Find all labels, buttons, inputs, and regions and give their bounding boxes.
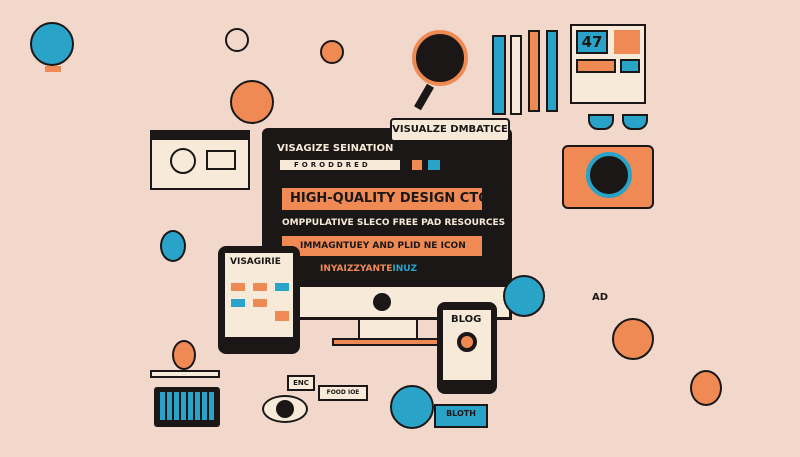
browser-window-icon xyxy=(150,130,250,190)
glasses-icon xyxy=(588,114,614,130)
magnifier-icon xyxy=(412,30,468,86)
monitor-stand xyxy=(358,318,418,340)
ui-card: 47 xyxy=(570,24,646,104)
card-number: 47 xyxy=(576,30,608,54)
magnifier-handle xyxy=(414,83,434,111)
banner-title: HIGH-QUALITY DESIGN CTO xyxy=(290,191,490,206)
robot-icon xyxy=(614,30,640,54)
pencil-icon xyxy=(546,30,558,112)
glasses-icon xyxy=(622,114,648,130)
play-icon xyxy=(170,148,196,174)
search-bar-text: FORODDRED xyxy=(294,161,371,169)
camera-lens xyxy=(586,152,632,198)
tablet-title: VISAGIRIE xyxy=(230,257,281,267)
tablet-screen: VISAGIRIE xyxy=(225,253,293,337)
banner-two-bg xyxy=(282,236,482,256)
ruler-label: BLOTH xyxy=(434,404,488,428)
gear-icon xyxy=(230,80,274,124)
phone-title: BLOG xyxy=(451,314,482,325)
banner-title-bg xyxy=(282,188,482,210)
gear-icon xyxy=(612,318,654,360)
globe-icon xyxy=(30,22,74,66)
eye-pupil xyxy=(276,400,294,418)
layout-block xyxy=(253,283,267,291)
pencil-icon xyxy=(510,35,522,115)
monitor-subtitle: OMPPULATIVE SLECO FREE PAD RESOURCES xyxy=(282,218,506,228)
globe-stand-icon xyxy=(45,66,61,72)
ui-swatch xyxy=(428,160,440,170)
sun-icon xyxy=(457,332,477,352)
keyboard-icon xyxy=(154,387,220,427)
banner-two: IMMAGNTUEY AND PLID NE ICON xyxy=(300,241,466,251)
monitor-heading: VISAGIZE SEINATION xyxy=(277,143,394,154)
phone: BLOG xyxy=(437,302,497,394)
layout-block xyxy=(275,311,289,321)
search-bar: FORODDRED xyxy=(280,160,400,170)
speech-bubble-food: FOOD IOE xyxy=(318,385,368,401)
color-wheel-icon xyxy=(503,275,545,317)
card-bar xyxy=(576,59,616,73)
tagline: INYAIZZYANTEINUZ xyxy=(320,264,417,274)
ui-swatch xyxy=(412,160,422,170)
card-block xyxy=(620,59,640,73)
envelope-icon xyxy=(206,150,236,170)
compass-icon xyxy=(225,28,249,52)
leaf-icon xyxy=(172,340,196,370)
tagline-a: INYAIZZYANTE xyxy=(320,264,393,274)
keys xyxy=(160,392,214,420)
stopwatch-icon xyxy=(390,385,434,429)
tagline-b: INUZ xyxy=(392,264,418,274)
lightbulb-icon xyxy=(690,370,722,406)
phone-screen: BLOG xyxy=(443,310,491,380)
tablet: VISAGIRIE xyxy=(218,246,300,354)
pencil-icon xyxy=(150,370,220,378)
monitor-base xyxy=(332,338,442,346)
pencil-icon xyxy=(528,30,540,112)
speech-bubble-enc: ENC xyxy=(287,375,315,391)
target-icon xyxy=(320,40,344,64)
layout-block xyxy=(253,299,267,307)
leaf-icon xyxy=(160,230,186,262)
layout-block xyxy=(275,283,289,291)
ad-label: AD xyxy=(592,292,609,303)
pencil-icon xyxy=(492,35,506,115)
layout-block xyxy=(231,283,245,291)
monitor-button xyxy=(373,293,391,311)
layout-block xyxy=(231,299,245,307)
speech-bubble: VISUALZE DMBATICE xyxy=(390,118,510,142)
